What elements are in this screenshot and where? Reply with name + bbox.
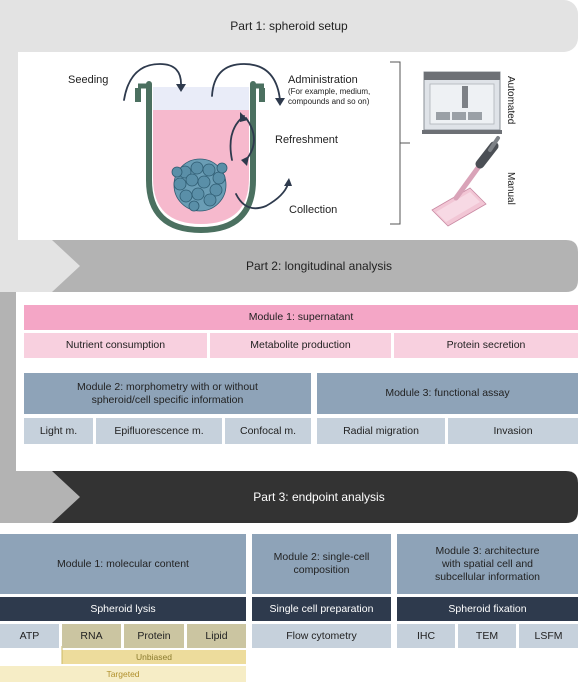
p2-module3-title: Module 3: functional assay xyxy=(317,373,578,414)
p3-module3-title-line2: with spatial cell and xyxy=(441,557,534,570)
p3-unbiased-label: Unbiased xyxy=(136,651,172,662)
p2-module3-item-invasion: Invasion xyxy=(448,418,578,444)
p3-module1-prep: Spheroid lysis xyxy=(0,597,246,621)
part3-chevron xyxy=(0,471,80,523)
p3-module3-item-lsfm: LSFM xyxy=(519,624,578,648)
p2-module2-title: Module 2: morphometry with or without sp… xyxy=(24,373,311,414)
p3-module3-title-line1: Module 3: architecture xyxy=(435,544,540,557)
p3-module2-title-line2: composition xyxy=(293,564,350,576)
p3-module3-item-ihc: IHC xyxy=(397,624,455,648)
administration-note-1: (For example, medium, xyxy=(288,87,371,96)
p2-module2-item-epifluorescence: Epifluorescence m. xyxy=(96,418,222,444)
p2-module1-item-nutrient: Nutrient consumption xyxy=(24,333,207,358)
p2-module3-item-radial: Radial migration xyxy=(317,418,445,444)
collection-arrow xyxy=(235,183,289,210)
automated-label: Automated xyxy=(505,76,516,125)
p3-module1-item-atp: ATP xyxy=(0,624,59,648)
p3-module1-item-rna: RNA xyxy=(62,624,121,648)
automated-instrument-icon xyxy=(422,71,502,134)
collection-label: Collection xyxy=(289,204,338,216)
part1-title: Part 1: spheroid setup xyxy=(230,19,348,33)
p3-module1-title: Module 1: molecular content xyxy=(0,534,246,594)
part1-header xyxy=(0,0,578,52)
p3-module3-prep: Spheroid fixation xyxy=(397,597,578,621)
manual-pipette-icon xyxy=(431,136,500,227)
p3-module1-item-protein: Protein xyxy=(124,624,184,648)
method-bracket xyxy=(390,61,410,225)
administration-note-2: compounds and so on) xyxy=(288,97,370,106)
part3-title: Part 3: endpoint analysis xyxy=(253,490,385,504)
p3-module2-prep: Single cell preparation xyxy=(252,597,391,621)
p2-module1-item-metabolite: Metabolite production xyxy=(210,333,391,358)
p3-module3-title: Module 3: architecture with spatial cell… xyxy=(397,534,578,594)
unbiased-band xyxy=(62,650,246,664)
targeted-band xyxy=(0,666,246,682)
manual-label: Manual xyxy=(505,172,516,205)
spheroid xyxy=(171,158,228,212)
part2-chevron xyxy=(0,240,80,292)
p2-module2-item-confocal: Confocal m. xyxy=(225,418,311,444)
p3-module1-item-lipid: Lipid xyxy=(187,624,246,648)
p2-module1-title: Module 1: supernatant xyxy=(24,305,578,330)
refreshment-label: Refreshment xyxy=(275,134,338,146)
part2-header xyxy=(0,240,578,292)
p3-module3-title-line3: subcellular information xyxy=(434,570,541,583)
p3-module3-item-tem: TEM xyxy=(458,624,516,648)
p2-module2-title-line2: spheroid/cell specific information xyxy=(91,393,244,406)
seeding-arrow xyxy=(123,63,182,101)
p2-module2-item-light: Light m. xyxy=(24,418,93,444)
part3-header xyxy=(0,471,578,523)
p3-module2-title: Module 2: single-cell composition xyxy=(252,534,391,594)
p2-module2-title-line1: Module 2: morphometry with or without xyxy=(77,380,258,393)
administration-label: Administration xyxy=(288,74,358,86)
p3-module2-title-line1: Module 2: single-cell xyxy=(273,551,370,563)
part2-title: Part 2: longitudinal analysis xyxy=(245,259,393,273)
administration-arrow xyxy=(211,63,281,101)
seeding-label: Seeding xyxy=(68,74,109,86)
p3-module2-item-flow: Flow cytometry xyxy=(252,624,391,648)
p2-module1-item-protein: Protein secretion xyxy=(394,333,578,358)
part2-side-rail xyxy=(0,292,16,472)
part1-side-rail xyxy=(0,52,18,241)
p3-targeted-label: Targeted xyxy=(106,668,140,679)
